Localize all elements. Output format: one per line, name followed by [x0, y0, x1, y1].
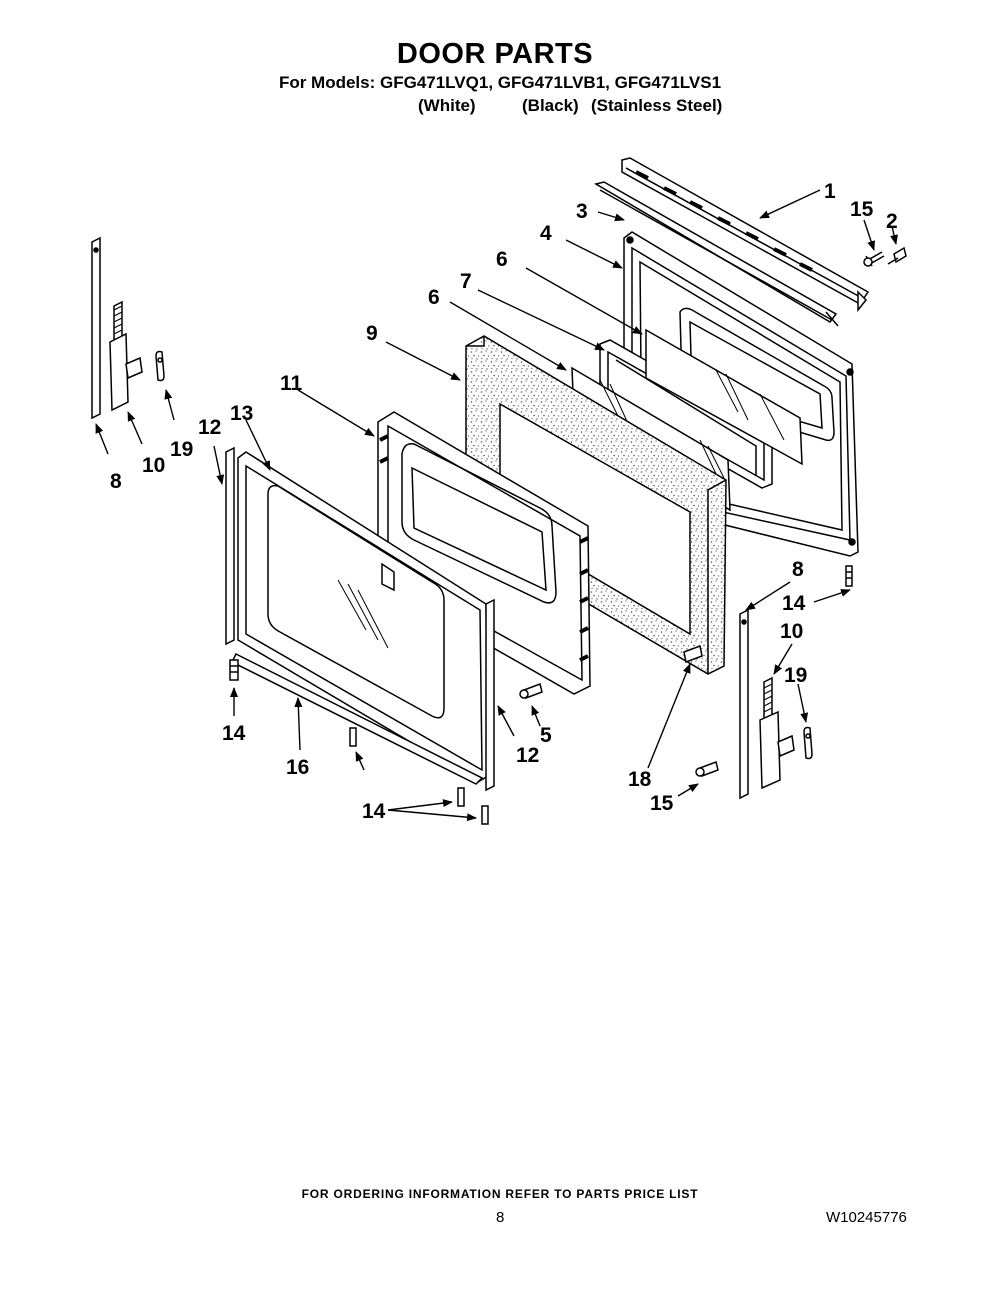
- screw-2: [887, 246, 907, 265]
- callout-3: 3: [576, 200, 588, 223]
- finish-black: (Black): [522, 96, 579, 115]
- hinge-receiver-right: [803, 726, 813, 760]
- hinge-assembly-right: [759, 676, 795, 790]
- screw-18: [683, 644, 703, 664]
- callout-16: 16: [286, 756, 309, 779]
- callout-7: 7: [460, 270, 472, 293]
- callout-12-left: 12: [198, 416, 221, 439]
- page-number: 8: [496, 1209, 505, 1226]
- callout-2: 2: [886, 210, 898, 233]
- screw-14-left: [229, 659, 239, 681]
- callout-14-right: 14: [782, 592, 806, 615]
- side-trim-left: [225, 446, 235, 646]
- door-top-trim: [621, 157, 870, 313]
- callout-8-left: 8: [110, 470, 122, 493]
- callout-15-bottom: 15: [650, 792, 674, 815]
- door-vent-bracket: [594, 181, 839, 327]
- callout-18: 18: [628, 768, 652, 791]
- callout-9: 9: [366, 322, 378, 345]
- models-line: For Models: GFG471LVQ1, GFG471LVB1, GFG4…: [278, 73, 722, 92]
- finish-white: (White): [418, 96, 476, 115]
- side-trim-right: [485, 598, 495, 792]
- screw-14-bottom-b: [457, 787, 465, 807]
- hinge-rail-left: [91, 236, 101, 420]
- outer-door-glass: [237, 451, 489, 783]
- callout-14-left: 14: [222, 722, 246, 745]
- callout-12-right: 12: [516, 744, 539, 767]
- hinge-rail-right: [739, 608, 749, 800]
- exploded-door-diagram: 1 15 2 3 4 6 7 6 9 11 13 12 8 10 19 8 14…: [91, 157, 907, 825]
- callout-10-left: 10: [142, 454, 165, 477]
- callout-15-top: 15: [850, 198, 874, 221]
- hinge-assembly-left: [109, 300, 143, 412]
- callout-11: 11: [280, 372, 303, 395]
- finish-stainless-steel: (Stainless Steel): [591, 96, 723, 115]
- callout-6-upper: 6: [496, 248, 508, 271]
- callout-10-right: 10: [780, 620, 803, 643]
- callout-4: 4: [540, 222, 552, 245]
- hinge-receiver-left: [155, 350, 165, 382]
- inner-glass-pane-upper: [645, 328, 803, 466]
- callout-1: 1: [824, 180, 836, 203]
- screw-15-bottom: [695, 761, 719, 777]
- callout-5: 5: [540, 724, 552, 747]
- callout-8-right: 8: [792, 558, 804, 581]
- inner-door-liner: [377, 411, 591, 695]
- callout-13: 13: [230, 402, 253, 425]
- page-title: DOOR PARTS: [396, 38, 594, 70]
- ordering-note: FOR ORDERING INFORMATION REFER TO PARTS …: [301, 1187, 699, 1201]
- callout-6-lower: 6: [428, 286, 440, 309]
- document-number: W10245776: [826, 1209, 907, 1226]
- screw-14-right: [845, 565, 853, 587]
- callout-14-bottom: 14: [362, 800, 386, 823]
- callout-19-right: 19: [784, 664, 807, 687]
- screw-5: [519, 683, 543, 699]
- screw-14-bottom-c: [481, 805, 489, 825]
- callout-19-left: 19: [170, 438, 193, 461]
- screw-14-bottom-a: [349, 727, 357, 747]
- screw-15-top: [863, 251, 885, 267]
